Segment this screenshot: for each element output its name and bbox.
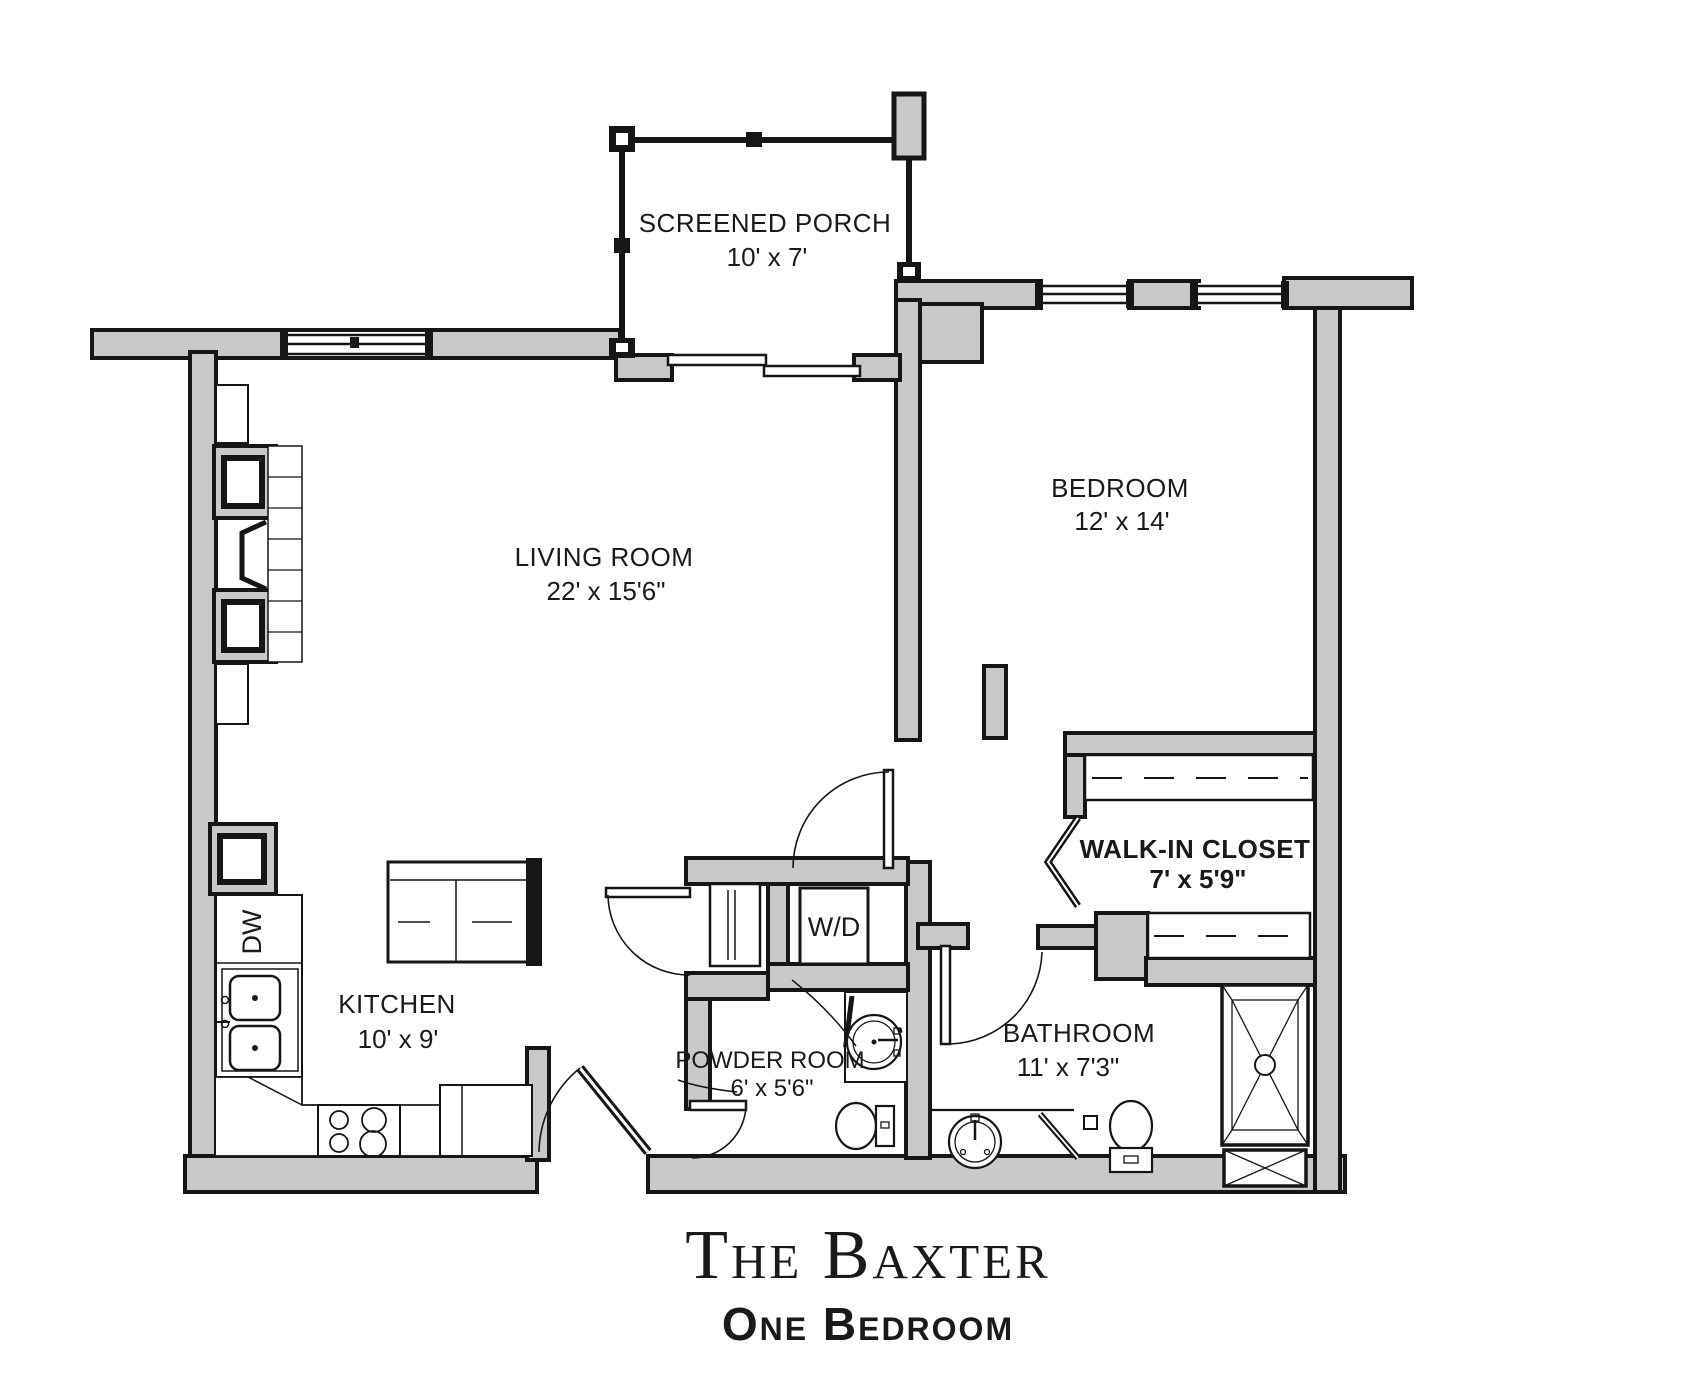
powder-door-swing <box>691 1104 747 1159</box>
wall-wd-south <box>766 962 910 992</box>
bedroom-door-leaf <box>882 768 895 870</box>
porch-post <box>746 132 762 147</box>
dim-screened-porch: 10' x 7' <box>727 242 808 272</box>
builtin-niche <box>221 599 265 653</box>
label-kitchen: KITCHEN <box>338 989 456 1019</box>
wall-east <box>1313 296 1342 1194</box>
powder-toilet-bowl <box>834 1101 878 1151</box>
builtin-niche <box>217 833 267 885</box>
window-jamb <box>1126 281 1134 308</box>
plan-subtitle: One Bedroom <box>722 1298 1014 1350</box>
closet-bifold-door <box>1043 816 1081 908</box>
window-mullion <box>350 337 359 348</box>
kitchen-fixtures <box>215 858 542 1158</box>
dim-bathroom: 11' x 7'3" <box>1017 1052 1120 1082</box>
stove-burner <box>361 1107 387 1133</box>
dim-powder-room: 6' x 5'6" <box>730 1075 813 1102</box>
bathroom-door-swing <box>949 951 1043 1045</box>
wall-closet-top <box>684 856 910 886</box>
windows <box>280 281 1289 358</box>
island-end-panel <box>526 858 542 966</box>
kitchen-island <box>386 860 530 964</box>
leader-lines <box>677 979 857 1093</box>
powder-room-fixtures <box>834 991 908 1151</box>
shower <box>1220 983 1310 1147</box>
wall-bath-stub-west <box>916 922 970 950</box>
label-dishwasher: DW <box>237 909 267 954</box>
label-bedroom: BEDROOM <box>1051 473 1189 503</box>
window-jamb <box>1190 281 1198 308</box>
wall-porch-south-1 <box>614 353 674 382</box>
wall-porch-south-2 <box>852 353 902 382</box>
powder-door-leaf <box>688 1099 748 1112</box>
window-jamb <box>280 330 288 358</box>
entry-door-swing <box>538 1067 581 1153</box>
builtin-cabinet <box>215 384 249 444</box>
window-jamb <box>1281 281 1289 308</box>
bath-toilet-bowl <box>1108 1099 1154 1153</box>
bath-sink <box>947 1114 1003 1170</box>
porch-post <box>614 238 630 253</box>
dim-walk-in-closet: 7' x 5'9" <box>1150 864 1247 894</box>
label-washer-dryer: W/D <box>808 912 860 942</box>
bathroom-fixtures <box>930 983 1310 1188</box>
utility-closets <box>708 882 870 968</box>
wall-wic-south <box>1144 956 1317 987</box>
wall-closet-bottom <box>684 971 770 1001</box>
label-bathroom: BATHROOM <box>1003 1018 1155 1048</box>
bathroom-door-leaf <box>939 944 952 1046</box>
builtin-cabinet <box>215 663 249 725</box>
shower-drain <box>1254 1054 1276 1076</box>
builtin-niche <box>221 455 265 509</box>
label-powder-room: POWDER ROOM <box>675 1047 864 1074</box>
wall-north-bedroom-2 <box>1127 279 1201 310</box>
powder-toilet-tank <box>874 1104 896 1148</box>
porch-slider-panel <box>666 353 768 367</box>
powder-dim-leader <box>677 1079 738 1093</box>
porch-column <box>891 91 927 161</box>
stove-burner <box>329 1110 349 1130</box>
stove <box>317 1104 401 1157</box>
stove-burner <box>359 1130 387 1158</box>
dim-bedroom: 12' x 14' <box>1074 506 1169 536</box>
bath-toilet-tank <box>1108 1146 1154 1174</box>
refrigerator <box>439 1084 533 1157</box>
coat-closet-door-leaf <box>604 886 692 899</box>
bedroom-door-swing <box>792 771 890 869</box>
dim-living-room: 22' x 15'6" <box>547 576 666 606</box>
bath-panel-handle <box>1083 1115 1098 1130</box>
label-walk-in-closet: WALK-IN CLOSET <box>1080 834 1311 864</box>
washer-dryer-unit <box>798 886 870 966</box>
wall-divider-lower <box>904 860 932 1160</box>
screened-porch-structure <box>609 91 927 378</box>
wall-hall-stub <box>982 664 1008 740</box>
coat-closet-door-swing <box>607 894 691 976</box>
wall-wic-west-stub <box>1063 753 1087 819</box>
walk-in-closet-shelving <box>1043 753 1315 960</box>
wall-bath-stub-east <box>1036 924 1100 950</box>
porch-slider-panel <box>762 364 862 378</box>
window-jamb <box>425 330 433 358</box>
fireplace-builtin <box>208 384 303 896</box>
stove-burner <box>329 1133 349 1153</box>
label-screened-porch: SCREENED PORCH <box>639 208 892 238</box>
wall-wic-southwest <box>1094 911 1150 981</box>
wall-south-left <box>183 1154 539 1194</box>
plan-title: The Baxter <box>685 1217 1051 1294</box>
fireplace-insert <box>239 519 268 592</box>
window-jamb <box>1035 281 1043 308</box>
powder-label-leader <box>791 979 857 1047</box>
bedroom-corner-chase <box>916 302 984 364</box>
dim-kitchen: 10' x 9' <box>358 1024 439 1054</box>
hearth-grid <box>267 445 303 663</box>
wall-northeast-bar <box>1282 276 1414 310</box>
label-living-room: LIVING ROOM <box>515 542 694 572</box>
wall-wic-north <box>1063 731 1317 757</box>
doors <box>538 768 1043 1159</box>
